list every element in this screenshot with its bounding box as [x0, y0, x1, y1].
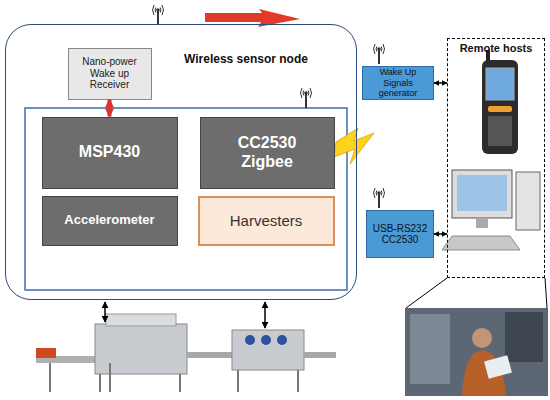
photo-panel: [505, 312, 543, 362]
machine-legs: [50, 363, 298, 392]
node-label: Accelerometer: [64, 213, 154, 228]
antenna-icon: [374, 188, 385, 208]
node-label: Wake Up Signals generator: [364, 67, 432, 98]
machine-part: [277, 335, 287, 345]
monitor-screen: [457, 175, 507, 211]
machine-illustration: [36, 314, 336, 392]
remote-hosts-frame: Remote hosts: [447, 38, 545, 278]
usb-dongle-box: USB-RS232 CC2530: [366, 210, 434, 258]
handheld-screen: [486, 68, 514, 100]
handheld-body: [482, 60, 518, 154]
monitor: [452, 170, 512, 218]
photo-background: [405, 308, 548, 396]
antenna-icon: [153, 5, 164, 25]
wake-receiver-box: Nano-power Wake up Receiver: [68, 48, 152, 100]
node-label: Wireless sensor node: [184, 53, 308, 67]
radio-box: CC2530 Zigbee: [200, 117, 335, 189]
connector-arrow: [434, 233, 447, 235]
conveyor: [304, 352, 336, 358]
photo-panel: [410, 314, 450, 384]
inner-board-outline: [25, 108, 347, 290]
connector-arrow: [108, 100, 112, 117]
antenna-icon: [374, 44, 385, 64]
operator-photo: [405, 308, 548, 396]
sensor-link-arrow: [104, 302, 106, 322]
sensor-box: Accelerometer: [42, 196, 178, 246]
machine-top: [106, 314, 176, 326]
remote-handheld: [482, 50, 518, 154]
keyboard: [442, 236, 520, 250]
generator-box: Wake Up Signals generator: [362, 66, 434, 100]
pc-tower: [516, 172, 540, 230]
connector-arrow: [434, 82, 447, 84]
photo-tablet: [484, 355, 512, 379]
handheld-keypad: [488, 116, 512, 146]
handheld-keys: [488, 106, 512, 112]
sensor-link-arrow: [264, 302, 266, 328]
conveyor: [187, 352, 235, 358]
remote-computer: [442, 170, 540, 250]
machine-body: [232, 330, 304, 370]
machine-part: [36, 348, 56, 358]
node-label: MSP430: [79, 143, 140, 161]
node-label: USB-RS232 CC2530: [368, 223, 432, 246]
antenna-icon: [301, 88, 312, 108]
monitor-stand: [476, 218, 488, 228]
mcu-box: MSP430: [42, 117, 178, 189]
machine-part: [261, 335, 271, 345]
photo-head: [472, 328, 492, 348]
machine-body: [95, 324, 187, 374]
harvester-box: Harvesters: [198, 196, 335, 246]
wireless-bolt-yellow: [334, 128, 374, 164]
node-label: Harvesters: [230, 212, 303, 229]
zoom-line: [545, 278, 547, 308]
node-label: Nano-power Wake up Receiver: [71, 56, 149, 91]
zoom-line: [406, 278, 447, 308]
machine-part: [245, 335, 255, 345]
node-label: CC2530 Zigbee: [229, 134, 306, 171]
node-label: Remote hosts: [460, 42, 533, 55]
sensor-node-frame: Wireless sensor node Nano-power Wake up R…: [5, 24, 357, 300]
